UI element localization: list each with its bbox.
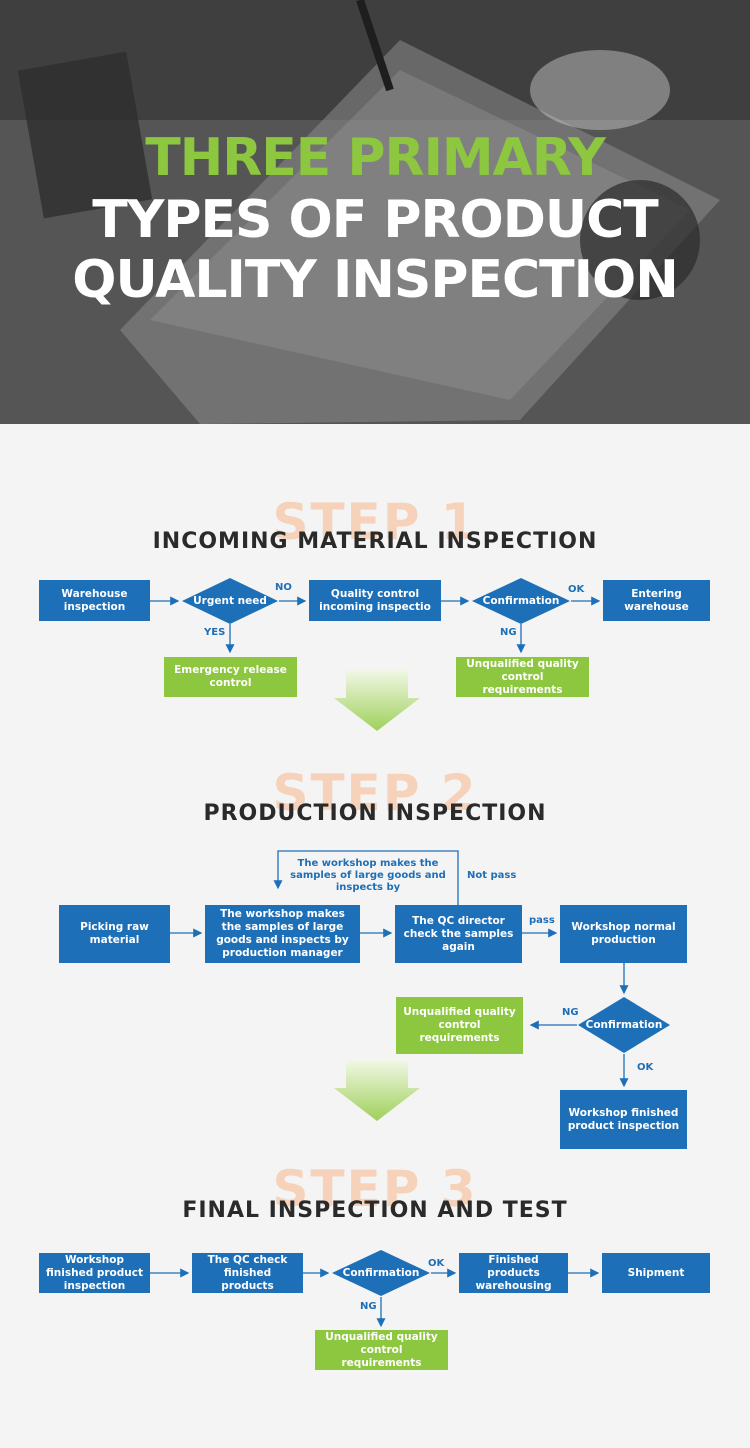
step2-picking-raw-material: Picking raw material: [59, 905, 170, 963]
step3-unqualified: Unqualified quality control requirements: [315, 1330, 448, 1370]
hero-title-line2: TYPES OF PRODUCT: [92, 190, 659, 250]
step1-warehouse-inspection: Warehouse inspection: [39, 580, 150, 621]
step2-not-pass-label: Not pass: [467, 870, 517, 881]
step2-loop-note: The workshop makes the samples of large …: [290, 858, 446, 893]
step3-finished-warehousing: Finished products warehousing: [459, 1253, 568, 1293]
step1-yes-label: YES: [204, 627, 226, 638]
step2-ng-label: NG: [562, 1007, 579, 1018]
step2-confirmation-diamond: [578, 997, 670, 1053]
step2-watermark: STEP 2: [272, 764, 478, 822]
step2-title: PRODUCTION INSPECTION: [203, 801, 547, 826]
step3-ng-label: NG: [360, 1301, 377, 1312]
step1-urgent-diamond: [182, 578, 278, 624]
step1-emergency-release: Emergency release control: [164, 657, 297, 697]
step2-down-arrow: [334, 1060, 420, 1121]
step1-confirmation: Confirmation: [482, 595, 560, 607]
step2-workshop-finished-inspection: Workshop finished product inspection: [560, 1090, 687, 1149]
hero-banner: THREE PRIMARY TYPES OF PRODUCT QUALITY I…: [0, 0, 750, 424]
step1-down-arrow: [334, 670, 420, 731]
step1-qc-incoming: Quality control incoming inspectio: [309, 580, 441, 621]
step3-confirmation-diamond: [332, 1250, 430, 1296]
step1-entering-warehouse: Entering warehouse: [603, 580, 710, 621]
step1-ok-label: OK: [568, 584, 585, 595]
step2-qc-director-check: The QC director check the samples again: [395, 905, 522, 963]
hero-title-line3: QUALITY INSPECTION: [72, 250, 678, 310]
step2-unqualified: Unqualified quality control requirements: [396, 997, 523, 1054]
soldering-photo: [0, 0, 750, 424]
step3-confirmation: Confirmation: [342, 1267, 420, 1279]
step2-ok-label: OK: [637, 1062, 654, 1073]
step3-title: FINAL INSPECTION AND TEST: [182, 1198, 568, 1223]
step2-workshop-samples: The workshop makes the samples of large …: [205, 905, 360, 963]
step3-workshop-finished-inspection: Workshop finished product inspection: [39, 1253, 150, 1293]
step2-confirmation: Confirmation: [585, 1019, 663, 1031]
step1-watermark: STEP 1: [272, 493, 478, 551]
step2-workshop-normal-production: Workshop normal production: [560, 905, 687, 963]
step3-watermark: STEP 3: [272, 1160, 478, 1218]
step1-title: INCOMING MATERIAL INSPECTION: [152, 529, 598, 554]
step2-pass-label: pass: [529, 915, 555, 926]
hero-title-line1: THREE PRIMARY: [145, 128, 606, 188]
step1-urgent-need: Urgent need: [193, 595, 267, 607]
step1-no-label: NO: [275, 582, 292, 593]
step1-unqualified: Unqualified quality control requirements: [456, 657, 589, 697]
step3-qc-check: The QC check finished products: [192, 1253, 303, 1293]
step3-ok-label: OK: [428, 1258, 445, 1269]
step1-confirmation-diamond: [472, 578, 570, 624]
step1-ng-label: NG: [500, 627, 517, 638]
step3-shipment: Shipment: [602, 1253, 710, 1293]
